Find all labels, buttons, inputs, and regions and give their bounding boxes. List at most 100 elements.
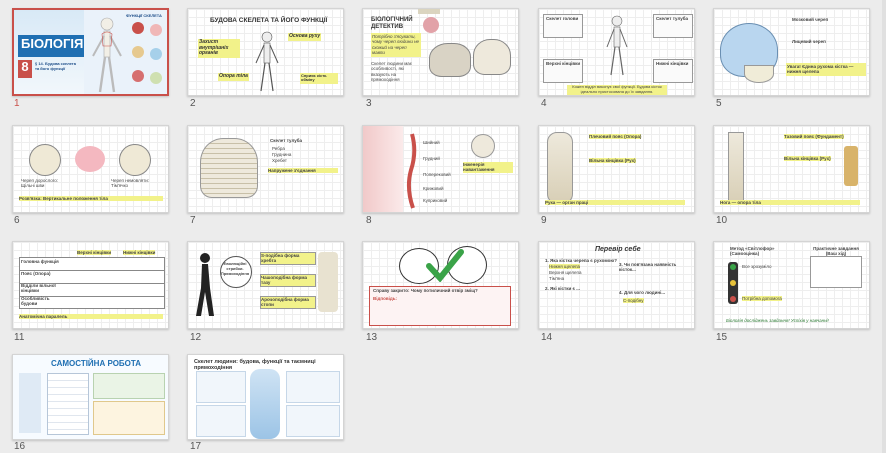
arm-bones-image xyxy=(547,132,573,204)
slide-number: 17 xyxy=(190,441,202,452)
slide-thumbnail-15[interactable]: Метод «Світлофор» (Самооцінка) Практичне… xyxy=(713,241,870,329)
spine-panel xyxy=(363,126,403,212)
slide-number: 1 xyxy=(14,98,20,109)
yellow-light-icon xyxy=(730,280,736,286)
slide-thumbnail-11[interactable]: Верхні кінцівки Нижні кінцівки Головна ф… xyxy=(12,241,169,329)
spine-item: Хребет xyxy=(272,158,287,163)
skeleton-illustration xyxy=(606,15,628,76)
footer-note: Біологія досліджень завдання! Успіхів у … xyxy=(726,318,829,323)
case-closed-box xyxy=(369,286,511,326)
slide-thumbnail-5[interactable]: Мозковий череп Лицевий череп Увага! Єдин… xyxy=(713,8,870,96)
slide-number: 3 xyxy=(366,98,372,109)
row-label: Особливість будови xyxy=(21,296,50,307)
shoulder-girdle-label: Плечовий пояс (Опора) xyxy=(589,134,642,140)
infant-skull-caption: Череп немовляти: Тім'ячко xyxy=(111,178,149,189)
slide-title: БІОЛОГІЯ xyxy=(18,35,84,57)
slide-title: Перевір себе xyxy=(595,246,641,253)
note-support: Опора тіла xyxy=(218,73,249,81)
question-3: 3. Чи пов'язана наявність кісток... xyxy=(619,262,677,273)
lower-limbs-box: Нижні кінцівки xyxy=(653,59,693,83)
row-label: Головна функція xyxy=(21,259,59,264)
slide-thumbnail-9[interactable]: Плечовий пояс (Опора) Вільна кінцівка (Р… xyxy=(538,125,695,213)
option[interactable]: Верхня щелепа xyxy=(549,270,582,275)
jaw-illustration xyxy=(744,65,774,83)
spine-shape-box: S-подібна форма хребта xyxy=(260,252,316,265)
load-note: Інженерія навантаження xyxy=(463,162,513,173)
leg-bones-image xyxy=(728,132,744,204)
slide-thumbnail-13[interactable]: Справу закрито: Чому потиличний отвір зм… xyxy=(362,241,519,329)
ribcage-image xyxy=(200,138,258,198)
evolution-label: Еволюційні стрибки. Прямоходіння xyxy=(220,261,250,276)
question-note: Потрібно з'ясувати, чому череп людини не… xyxy=(371,33,421,57)
slide-number: 16 xyxy=(14,441,26,452)
slide-number: 8 xyxy=(366,215,372,226)
vertebra-image xyxy=(471,134,495,158)
label-trunk: Скелет тулуба xyxy=(656,16,689,21)
skeleton-figurine xyxy=(844,146,858,186)
option-correct[interactable]: Нижня щелепа xyxy=(549,264,581,270)
slide-number: 5 xyxy=(716,98,722,109)
slide-thumbnail-2[interactable]: БУДОВА СКЕЛЕТА ТА ЙОГО ФУНКЦІЇ Захист вн… xyxy=(187,8,344,96)
footer-note: Анатомічна паралель xyxy=(19,314,163,320)
blood-icon xyxy=(132,70,144,82)
info-panel xyxy=(196,405,246,437)
free-limb-label: Вільна кінцівка (Рух) xyxy=(784,156,831,162)
slide-number: 11 xyxy=(14,332,25,343)
brain-icon xyxy=(150,24,162,36)
slide-number: 15 xyxy=(716,332,728,343)
ribs-item: Ребра xyxy=(272,146,285,151)
vertical-scrollbar[interactable] xyxy=(882,0,886,453)
task-image xyxy=(810,256,862,288)
upper-limbs-box: Верхні кінцівки xyxy=(543,59,583,83)
lumbar-label: Поперековий xyxy=(423,172,451,177)
option-correct[interactable]: С-подібну xyxy=(623,298,644,304)
slide-thumbnail-14[interactable]: Перевір себе 1. Яка кістка черепа є рухо… xyxy=(538,241,695,329)
slide-thumbnail-1[interactable]: БІОЛОГІЯ 8 § 14. Будова скелета та його … xyxy=(12,8,169,96)
infant-skull-image xyxy=(119,144,151,176)
grade-badge: 8 xyxy=(18,59,32,78)
green-light-icon xyxy=(730,264,736,270)
slide-thumbnail-17[interactable]: Скелет людини: будова, функції та таємни… xyxy=(187,354,344,440)
question-2: 2. Які кістки є ... xyxy=(545,286,580,291)
slide-thumbnail-7[interactable]: Скелет тулуба Ребра Груднина Хребет Напр… xyxy=(187,125,344,213)
adult-skull-caption: Череп дорослого: Щільні шви xyxy=(21,178,59,189)
case-closed-title: Справу закрито: Чому потиличний отвір зм… xyxy=(373,288,478,293)
skull-box: Скелет голови xyxy=(543,14,583,38)
slide-thumbnail-12[interactable]: Еволюційні стрибки. Прямоходіння S-подіб… xyxy=(187,241,344,329)
worksheet-panel xyxy=(93,373,165,399)
slide-title: САМОСТІЙНА РОБОТА xyxy=(51,359,142,368)
slide-thumbnail-3[interactable]: БІОЛОГІЧНИЙ ДЕТЕКТИВ Потрібно з'ясувати,… xyxy=(362,8,519,96)
slide-thumbnail-16[interactable]: САМОСТІЙНА РОБОТА xyxy=(12,354,169,440)
question-1: 1. Яка кістка черепа є рухомою? xyxy=(545,258,617,263)
cranium-label: Мозковий череп xyxy=(792,17,829,22)
joint-icon xyxy=(150,48,162,60)
facial-skull-label: Лицевий череп xyxy=(792,39,826,44)
worksheet-table xyxy=(47,373,89,435)
tape-decoration xyxy=(418,9,440,14)
ape-skull-image xyxy=(429,43,471,77)
row-label: Пояс (Опора) xyxy=(21,271,51,276)
sacral-label: Крижовий xyxy=(423,186,444,191)
answer-label: Відповідь: xyxy=(373,296,397,301)
slide-number: 12 xyxy=(190,332,202,343)
bone-images xyxy=(318,252,338,312)
slide-number: 6 xyxy=(14,215,20,226)
info-panel xyxy=(286,405,340,437)
slide-number: 10 xyxy=(716,215,728,226)
practice-task-title: Практичне завдання (Ваш хід) xyxy=(813,246,859,257)
slide-thumbnail-8[interactable]: Шийний Грудний Поперековий Крижовий Купр… xyxy=(362,125,519,213)
joint-note: Напружене з'єднання xyxy=(268,168,338,174)
footer-note: Розв'язка: Вертикальне положення тіла xyxy=(19,196,163,202)
trunk-skeleton-label: Скелет тулуба xyxy=(270,138,303,143)
option[interactable]: Тім'яна xyxy=(549,276,565,281)
pelvis-shape-box: Чашоподібна форма тазу xyxy=(260,274,316,287)
note-protection: Захист внутрішніх органів xyxy=(198,39,240,58)
slide-thumbnail-6[interactable]: Череп дорослого: Щільні шви Череп немовл… xyxy=(12,125,169,213)
foot-arch-box: Арочоподібна форма стопи xyxy=(260,296,316,309)
red-light-icon xyxy=(730,296,736,302)
jaw-note: Увага! Єдина рухома кістка — нижня щелеп… xyxy=(786,63,866,76)
paragraph-subtitle: § 14. Будова скелета та його функції xyxy=(35,61,76,71)
slide-thumbnail-4[interactable]: Скелет голови Скелет тулуба Верхні кінці… xyxy=(538,8,695,96)
slide-thumbnail-10[interactable]: Тазовий пояс (Фундамент) Вільна кінцівка… xyxy=(713,125,870,213)
adult-skull-image xyxy=(29,144,61,176)
